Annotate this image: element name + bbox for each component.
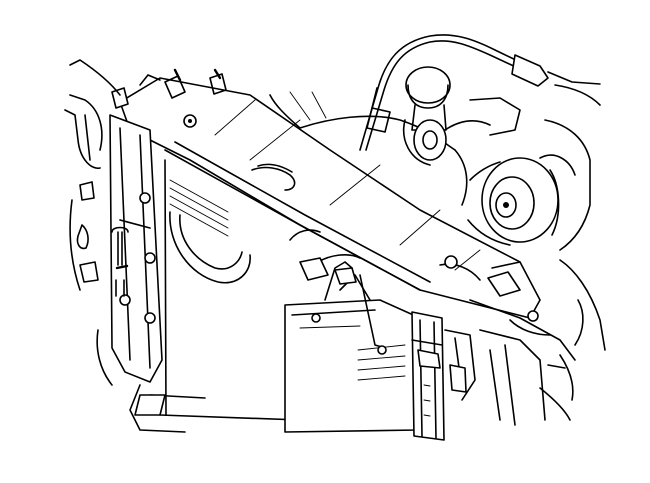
radiator-core xyxy=(159,159,301,421)
right-front-panel xyxy=(289,229,576,426)
condenser-unit xyxy=(284,261,421,433)
upper-cable xyxy=(359,34,601,151)
center-bracket xyxy=(299,257,357,285)
pump-pulley xyxy=(413,97,521,206)
reservoir-cap xyxy=(403,66,451,166)
hood-bolts xyxy=(111,68,227,109)
left-fender-panel xyxy=(64,59,206,433)
ac-compressor-clutch xyxy=(467,154,576,246)
right-radiator-bracket xyxy=(411,311,476,441)
left-radiator-bracket xyxy=(109,114,163,383)
radiator-support-beam xyxy=(119,77,541,322)
